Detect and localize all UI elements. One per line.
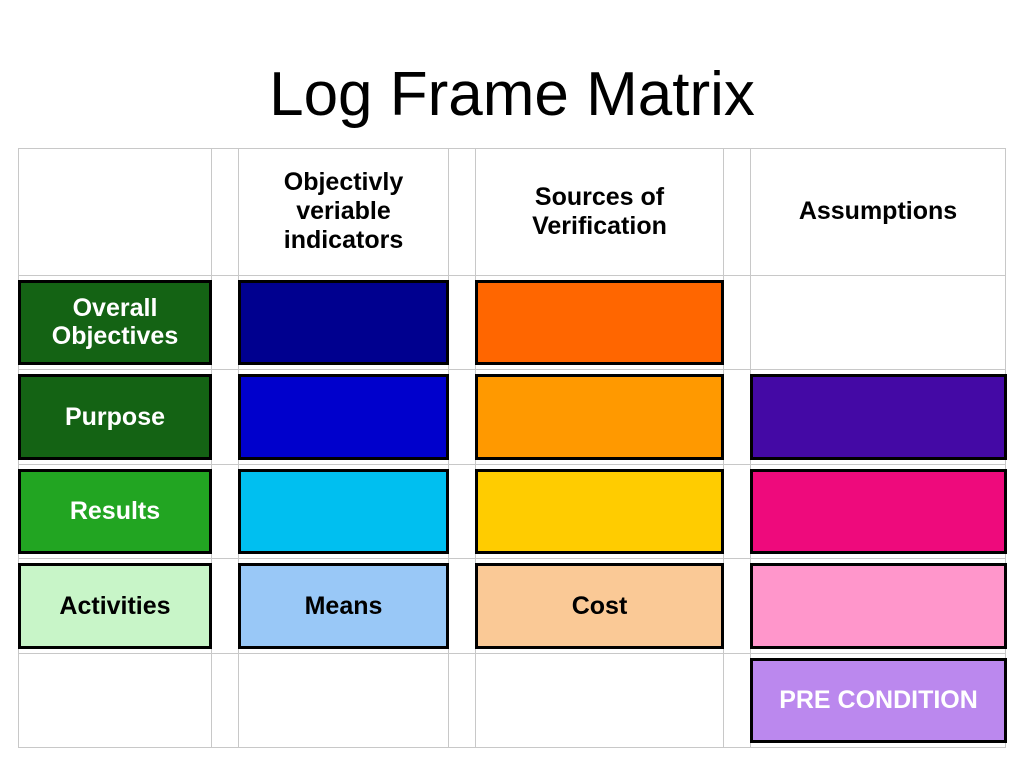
- row-spacer-3: [723, 463, 751, 560]
- cell-assumptions-overall-objectives: [750, 274, 1006, 371]
- row-spacer-3: [723, 369, 751, 465]
- row-label-block-purpose[interactable]: Purpose: [18, 374, 212, 460]
- color-block-assumptions-activities[interactable]: [750, 563, 1007, 649]
- color-block-sources-results[interactable]: [475, 468, 724, 555]
- cell-sources-overall-objectives: [475, 274, 724, 371]
- cell-sources-precondition: [475, 652, 724, 748]
- row-spacer-3: [723, 652, 751, 748]
- color-block-indicators-overall-objectives[interactable]: [238, 279, 449, 366]
- header-spacer-1: [211, 148, 239, 276]
- header-label-assumptions: Assumptions: [798, 197, 958, 226]
- color-block-cost[interactable]: Cost: [475, 563, 724, 649]
- cell-assumptions-precondition: PRE CONDITION: [750, 652, 1007, 748]
- row-label-text: Activities: [59, 591, 171, 620]
- cell-indicators-purpose: [238, 369, 449, 465]
- row-label-block-activities[interactable]: Activities: [18, 563, 212, 649]
- header-cell-blank: [18, 148, 212, 276]
- row-spacer-1: [211, 652, 239, 748]
- header-label-indicators: Objectivly veriable indicators: [283, 168, 404, 255]
- cell-indicators-results: [238, 463, 449, 560]
- cell-indicators-precondition: [238, 652, 449, 748]
- cell-indicators-activities: Means: [238, 558, 449, 654]
- cell-sources-activities: Cost: [475, 558, 724, 654]
- cell-indicators-overall-objectives: [238, 274, 449, 371]
- header-spacer-2: [448, 148, 476, 276]
- row-spacer-1: [211, 369, 239, 465]
- row-label-cell-precondition: [18, 652, 212, 748]
- cell-assumptions-purpose: [750, 369, 1007, 465]
- cell-assumptions-results: [750, 463, 1007, 560]
- pre-condition-text: PRE CONDITION: [779, 686, 978, 714]
- row-label-cell-activities: Activities: [18, 558, 212, 654]
- color-block-sources-purpose[interactable]: [475, 374, 724, 460]
- row-spacer-1: [211, 274, 239, 371]
- header-label-sources: Sources of Verification: [532, 182, 667, 240]
- table-row: Overall Objectives: [18, 274, 1006, 371]
- cell-sources-results: [475, 463, 724, 560]
- header-spacer-3: [723, 148, 751, 276]
- page-title: Log Frame Matrix: [269, 60, 755, 129]
- block-text: Means: [304, 591, 383, 620]
- color-block-indicators-purpose[interactable]: [238, 374, 449, 460]
- row-label-block-overall-objectives[interactable]: Overall Objectives: [18, 279, 212, 366]
- row-label-cell-overall-objectives: Overall Objectives: [18, 274, 212, 371]
- header-cell-indicators: Objectivly veriable indicators: [238, 148, 449, 276]
- row-spacer-3: [723, 558, 751, 654]
- table-row: Purpose: [18, 369, 1007, 465]
- row-label-text: Overall Objectives: [51, 293, 179, 351]
- color-block-assumptions-results[interactable]: [750, 468, 1007, 555]
- row-label-cell-results: Results: [18, 463, 212, 560]
- color-block-means[interactable]: Means: [238, 563, 449, 649]
- row-label-text: Purpose: [64, 402, 166, 431]
- color-block-assumptions-purpose[interactable]: [750, 374, 1007, 460]
- color-block-pre-condition[interactable]: PRE CONDITION: [750, 657, 1007, 743]
- row-spacer-1: [211, 558, 239, 654]
- row-label-block-results[interactable]: Results: [18, 468, 212, 555]
- cell-assumptions-activities: [750, 558, 1007, 654]
- table-row: PRE CONDITION: [18, 652, 1007, 748]
- row-label-text: Results: [69, 497, 161, 526]
- log-frame-matrix-table: Objectivly veriable indicators Sources o…: [18, 148, 1007, 748]
- header-cell-assumptions: Assumptions: [750, 148, 1006, 276]
- table-header-row: Objectivly veriable indicators Sources o…: [18, 148, 1006, 276]
- row-spacer-2: [448, 369, 476, 465]
- header-cell-sources: Sources of Verification: [475, 148, 724, 276]
- color-block-sources-overall-objectives[interactable]: [475, 279, 724, 366]
- block-text: Cost: [571, 591, 628, 620]
- row-spacer-2: [448, 652, 476, 748]
- row-spacer-3: [723, 274, 751, 371]
- row-spacer-1: [211, 463, 239, 560]
- row-label-cell-purpose: Purpose: [18, 369, 212, 465]
- row-spacer-2: [448, 274, 476, 371]
- table-row: Activities Means Cost: [18, 558, 1007, 654]
- color-block-indicators-results[interactable]: [238, 468, 449, 555]
- table-row: Results: [18, 463, 1007, 560]
- cell-sources-purpose: [475, 369, 724, 465]
- row-spacer-2: [448, 558, 476, 654]
- row-spacer-2: [448, 463, 476, 560]
